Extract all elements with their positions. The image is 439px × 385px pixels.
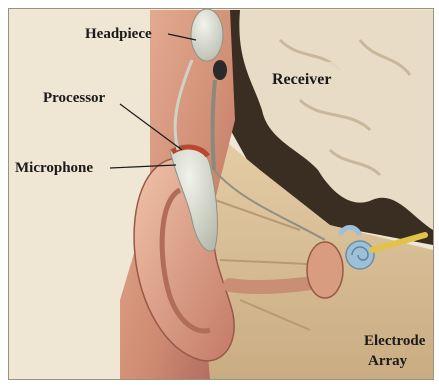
figure-frame: [8, 8, 434, 380]
